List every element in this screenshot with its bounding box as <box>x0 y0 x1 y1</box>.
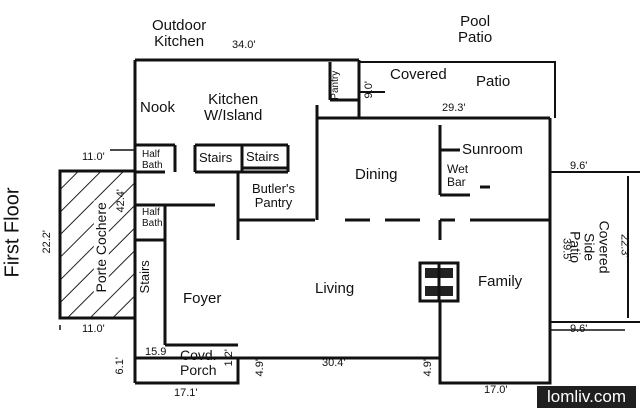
dim-17-1: 17.1' <box>174 387 198 399</box>
dim-42-4: 42.4' <box>114 189 127 213</box>
dim-4-9-right: 4.9' <box>421 359 434 377</box>
dim-15-9: 15.9 <box>145 346 167 358</box>
dim-6-1: 6.1' <box>113 357 126 375</box>
covered-side-patio-label: Covered Side Patio <box>567 220 613 274</box>
kitchen-label: Kitchen W/Island <box>204 91 263 124</box>
butlers-pantry-label: Butler's Pantry <box>252 181 295 210</box>
sunroom-label: Sunroom <box>462 141 523 158</box>
covd-porch-label: Covd. Porch <box>180 347 217 378</box>
dim-29-3: 29.3' <box>442 102 466 114</box>
dim-22-2: 22.2' <box>40 230 53 254</box>
dim-4-9-left: 4.9' <box>253 359 266 377</box>
dim-1-2: 1.2' <box>222 349 235 367</box>
dim-30-4: 30.4' <box>322 357 346 369</box>
covered-patio-label-1: Covered <box>390 66 447 83</box>
wet-bar-label: Wet Bar <box>447 162 469 189</box>
outdoor-kitchen-label: Outdoor Kitchen <box>152 17 207 50</box>
pantry-label: Pantry <box>330 70 342 100</box>
pool-patio-label: Pool Patio <box>458 13 493 46</box>
nook-label: Nook <box>140 99 176 116</box>
covered-patio-label-2: Patio <box>476 73 511 90</box>
dim-9-6-top: 9.6' <box>570 160 588 172</box>
dim-11-0-top: 11.0' <box>82 151 105 163</box>
covered-patio-outline <box>359 61 556 118</box>
stairs-foyer-label: Stairs <box>136 260 152 294</box>
watermark-logo: lomliv.com <box>536 386 636 408</box>
outer-walls <box>133 58 552 385</box>
dim-9-6-bottom: 9.6' <box>570 323 588 335</box>
half-bath-lower-label: Half Bath <box>142 207 163 229</box>
living-label: Living <box>315 280 355 297</box>
dim-11-0-bottom: 11.0' <box>82 323 105 335</box>
stairs-upper-left-label: Stairs <box>199 150 233 165</box>
dining-label: Dining <box>355 166 398 183</box>
dim-39-5: 39.5' <box>560 238 573 262</box>
foyer-label: Foyer <box>183 290 222 307</box>
dimension-ticks <box>59 149 625 331</box>
first-floor-title: First Floor <box>1 187 24 278</box>
dim-17-0: 17.0' <box>484 384 508 396</box>
stairs-upper-right-label: Stairs <box>246 149 280 164</box>
covered-side-patio-outline <box>550 171 640 323</box>
dim-34-0: 34.0' <box>232 39 256 51</box>
interior-walls <box>135 62 550 358</box>
porte-cochere-label: Porte Cochere <box>92 200 109 295</box>
dim-9-0: 9.0' <box>362 81 375 99</box>
family-label: Family <box>478 273 523 290</box>
fireplace-symbol <box>418 261 460 303</box>
dim-22-3: 22.3' <box>618 234 631 258</box>
half-bath-upper-label: Half Bath <box>142 149 163 171</box>
